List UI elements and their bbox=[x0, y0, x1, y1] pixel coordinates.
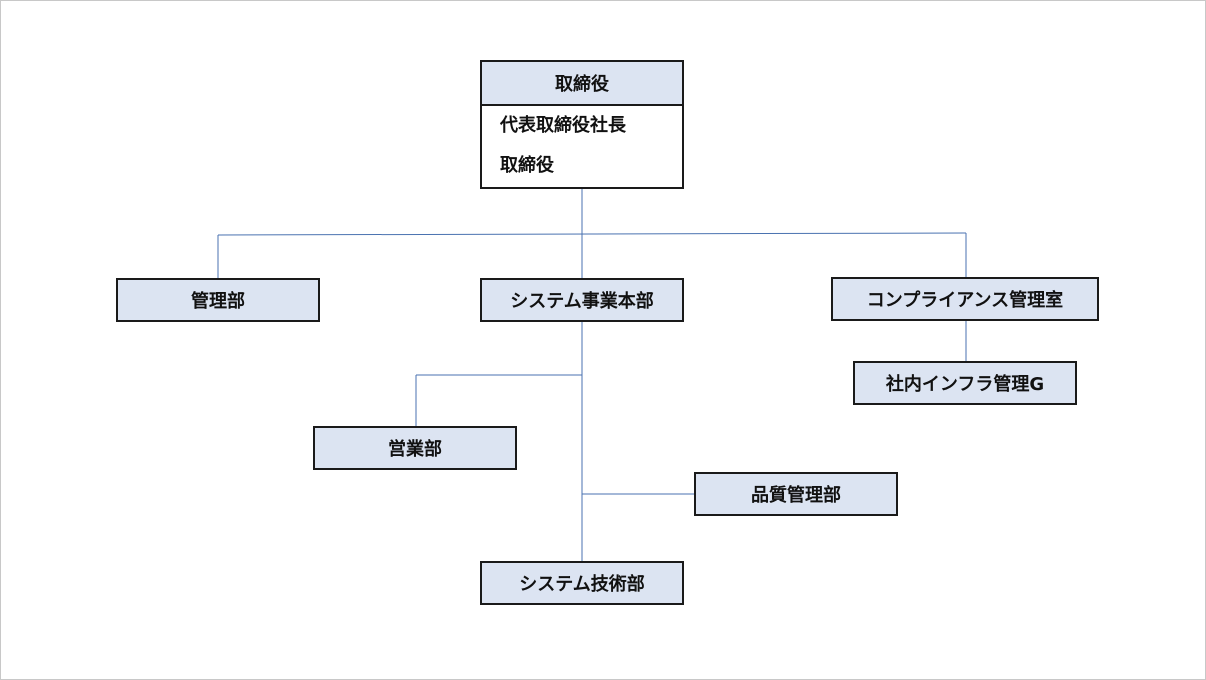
board-member-director: 取締役 bbox=[500, 155, 554, 176]
dept-infra: 社内インフラ管理G bbox=[853, 361, 1077, 405]
board-title: 取締役 bbox=[482, 62, 682, 106]
board-member-president: 代表取締役社長 bbox=[500, 115, 626, 136]
dept-system-tech: システム技術部 bbox=[480, 561, 684, 605]
dept-system-hq: システム事業本部 bbox=[480, 278, 684, 322]
dept-sales: 営業部 bbox=[313, 426, 517, 470]
board-box: 取締役 代表取締役社長 取締役 bbox=[480, 60, 684, 189]
dept-compliance: コンプライアンス管理室 bbox=[831, 277, 1099, 321]
dept-quality: 品質管理部 bbox=[694, 472, 898, 516]
dept-kanri: 管理部 bbox=[116, 278, 320, 322]
connector-top-branch bbox=[217, 232, 967, 236]
